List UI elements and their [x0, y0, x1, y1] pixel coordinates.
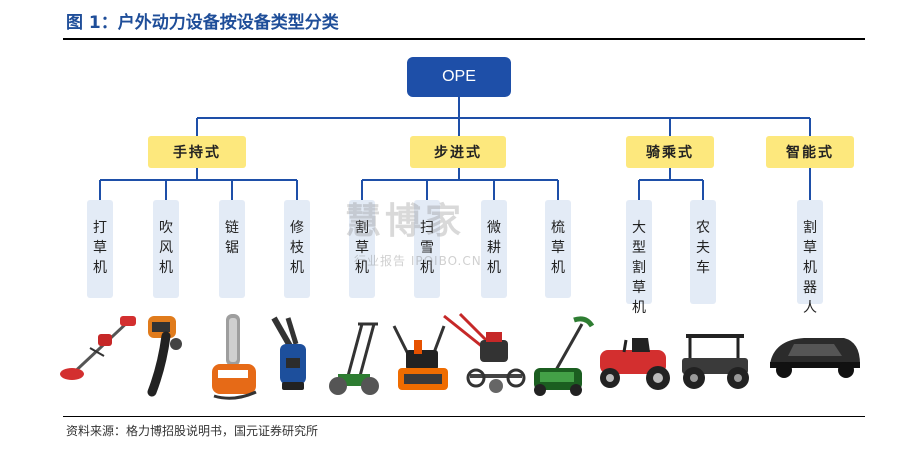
leaf-char: 大 — [632, 220, 646, 236]
leaf-char: 机 — [803, 260, 817, 276]
top-rule — [63, 38, 865, 40]
source-note: 资料来源：格力博招股说明书，国元证券研究所 — [66, 424, 319, 438]
leaf-char: 耕 — [487, 240, 501, 256]
leaf-char: 枝 — [290, 240, 304, 256]
bottom-rule — [63, 416, 865, 417]
figure-title: 图 1：户外动力设备按设备类型分类 — [66, 13, 339, 33]
category-walk-behind: 步进式 — [410, 136, 506, 168]
leaf-mower: 割草机 — [349, 200, 375, 298]
leaf-dethatcher: 梳草机 — [545, 200, 571, 298]
leaf-char: 草 — [93, 240, 107, 256]
leaf-char: 人 — [803, 300, 817, 316]
leaf-chainsaw: 链锯 — [219, 200, 245, 298]
leaf-blower: 吹风机 — [153, 200, 179, 298]
leaf-char: 链 — [225, 220, 239, 236]
dethatcher-image — [534, 316, 595, 396]
leaf-char: 夫 — [696, 240, 710, 256]
leaf-robot-mower: 割草机器人 — [797, 200, 823, 316]
leaf-char: 车 — [696, 260, 710, 276]
leaf-char: 雪 — [420, 240, 434, 256]
watermark: 慧博家 — [345, 201, 466, 242]
category-handheld: 手持式 — [148, 136, 246, 168]
category-ride-on: 骑乘式 — [626, 136, 714, 168]
leaf-char: 扫 — [420, 220, 434, 236]
leaf-char: 机 — [159, 260, 173, 276]
blower-image — [147, 316, 182, 397]
snow-blower-image — [392, 325, 448, 390]
leaf-trimmer: 打草机 — [87, 200, 113, 298]
leaf-char: 风 — [159, 240, 173, 256]
watermark-sub: 行业报告 IPOIBO.CN — [354, 254, 482, 268]
riding-mower-image — [600, 338, 670, 390]
leaf-char: 机 — [93, 260, 107, 276]
leaf-char: 割 — [632, 260, 646, 276]
leaf-tiller: 微耕机 — [481, 200, 507, 298]
leaf-char: 草 — [632, 280, 646, 296]
leaf-snow-blower: 扫雪机 — [414, 200, 440, 298]
leaf-char: 修 — [290, 220, 304, 236]
leaf-char: 锯 — [225, 240, 239, 256]
leaf-utility-vehicle: 农夫车 — [690, 200, 716, 304]
leaf-char: 机 — [355, 260, 369, 276]
chainsaw-image — [212, 314, 257, 400]
leaf-char: 机 — [290, 260, 304, 276]
utility-vehicle-image — [682, 334, 749, 389]
leaf-char: 机 — [632, 300, 646, 316]
robot-mower-image — [770, 338, 860, 378]
reel-mower-image — [329, 322, 379, 395]
hedge-trimmer-image — [271, 316, 306, 390]
leaf-char: 机 — [551, 260, 565, 276]
tiller-image — [443, 312, 526, 393]
category-smart: 智能式 — [766, 136, 854, 168]
leaf-char: 微 — [487, 220, 501, 236]
leaf-char: 草 — [551, 240, 565, 256]
leaf-char: 器 — [803, 280, 817, 296]
trimmer-image — [60, 316, 136, 380]
leaf-char: 草 — [803, 240, 817, 256]
leaf-char: 草 — [355, 240, 369, 256]
leaf-hedge-trimmer: 修枝机 — [284, 200, 310, 298]
leaf-char: 机 — [420, 260, 434, 276]
leaf-char: 吹 — [159, 220, 173, 236]
leaf-char: 型 — [632, 240, 646, 256]
leaf-char: 机 — [487, 260, 501, 276]
leaf-char: 农 — [696, 220, 710, 236]
leaf-char: 割 — [803, 220, 817, 236]
leaf-char: 割 — [355, 220, 369, 236]
leaf-char: 打 — [93, 220, 107, 236]
leaf-riding-mower: 大型割草机 — [626, 200, 652, 316]
root-node-ope: OPE — [407, 57, 511, 97]
leaf-char: 梳 — [551, 220, 565, 236]
